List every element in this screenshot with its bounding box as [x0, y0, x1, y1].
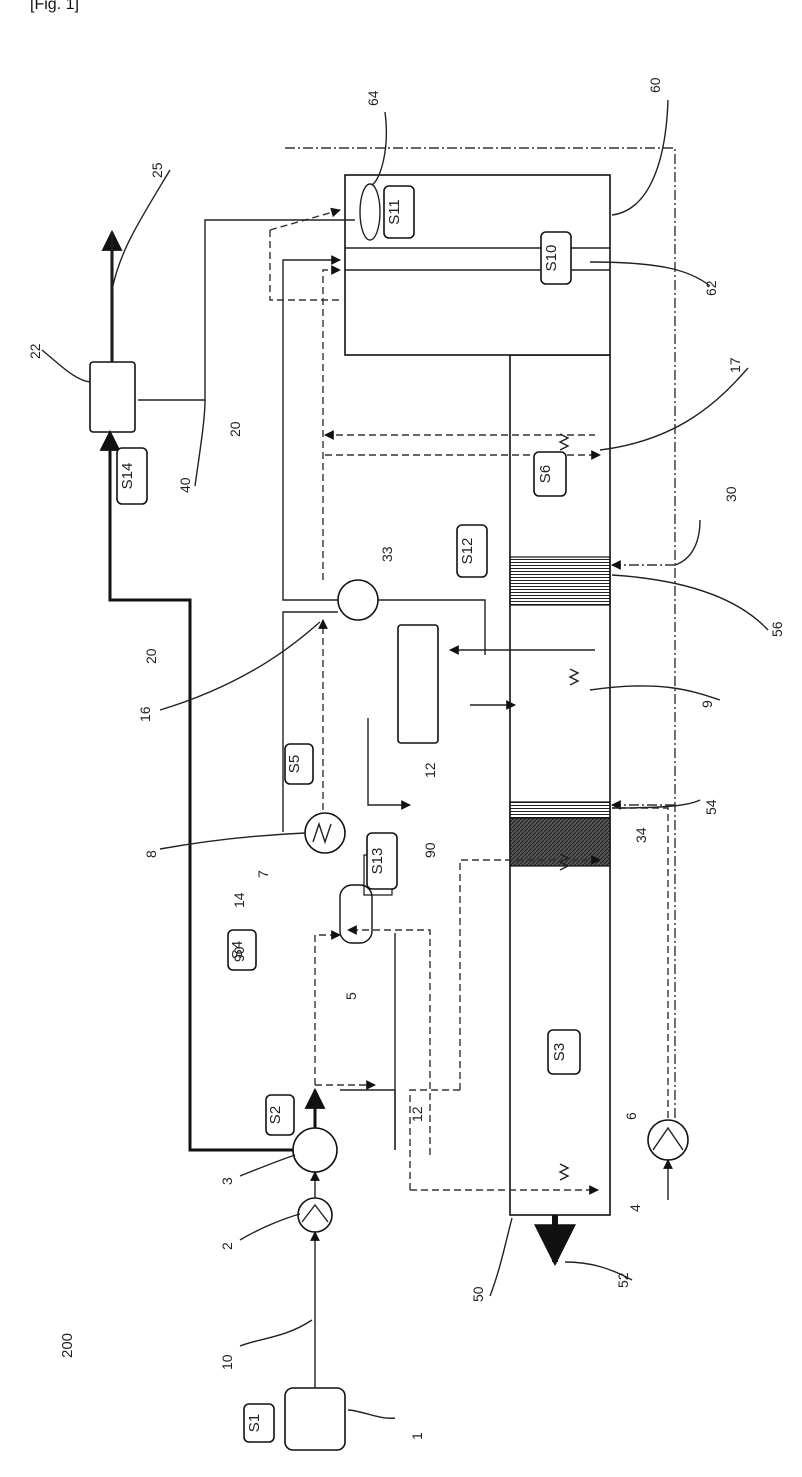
ref-12a: 12 — [409, 1106, 425, 1122]
svg-text:S10: S10 — [543, 245, 560, 272]
stage-label-s1: S1 — [244, 1404, 274, 1442]
ref-12b: 12 — [422, 762, 438, 778]
stage-label-s6: S6 — [534, 452, 566, 496]
ref-33: 33 — [379, 546, 395, 562]
stage-label-s3: S3 — [548, 1030, 580, 1074]
stage-label-s2: S2 — [266, 1095, 294, 1135]
ref-17: 17 — [727, 357, 743, 373]
ref-22: 22 — [27, 343, 43, 359]
catalyst-bed-56 — [510, 557, 610, 605]
burner-64 — [360, 184, 380, 240]
svg-text:S14: S14 — [119, 463, 136, 490]
ref-54: 54 — [703, 799, 719, 815]
svg-text:S1: S1 — [246, 1414, 263, 1432]
svg-text:S11: S11 — [386, 199, 403, 225]
reactor-train — [345, 175, 610, 1262]
unit-7-5 — [340, 885, 372, 943]
svg-text:S2: S2 — [267, 1106, 284, 1124]
ref-40: 40 — [177, 477, 193, 493]
ref-90a: 90 — [231, 946, 247, 962]
ref-52: 52 — [615, 1272, 631, 1288]
ref-8: 8 — [143, 850, 159, 858]
mixer-33 — [338, 580, 378, 620]
ref-56: 56 — [769, 621, 785, 637]
stage-label-s5: S5 — [285, 744, 313, 784]
ref-60: 60 — [647, 77, 663, 93]
ref-25: 25 — [149, 162, 165, 178]
pump-2 — [298, 1198, 332, 1232]
ref-4: 4 — [627, 1204, 643, 1212]
pump-bottom — [648, 1120, 688, 1160]
ref-14: 14 — [231, 892, 247, 908]
svg-text:S13: S13 — [369, 848, 386, 875]
svg-text:S3: S3 — [551, 1043, 568, 1061]
ref-64: 64 — [365, 90, 381, 106]
feed-tank-1 — [285, 1388, 345, 1450]
ref-20a: 20 — [143, 648, 159, 664]
ref-50: 50 — [470, 1286, 486, 1302]
stage-label-s11: S11 — [384, 186, 414, 238]
ref-20b: 20 — [227, 421, 243, 437]
ref-30: 30 — [723, 486, 739, 502]
svg-text:S12: S12 — [459, 538, 476, 565]
svg-text:S6: S6 — [537, 465, 554, 483]
ref-34: 34 — [633, 827, 649, 843]
mixer-3 — [293, 1128, 337, 1172]
ref-6: 6 — [623, 1112, 639, 1120]
heater-8 — [305, 813, 345, 853]
unit-22 — [90, 362, 135, 432]
stage-label-s12: S12 — [457, 525, 487, 577]
svg-text:S5: S5 — [286, 755, 303, 773]
ref-10: 10 — [219, 1354, 235, 1370]
stage-label-s13: S13 — [367, 833, 397, 889]
stage-label-s10: S10 — [541, 232, 571, 284]
catalyst-bed-34 — [510, 818, 610, 866]
stage-label-s14: S14 — [117, 448, 147, 504]
ref-16: 16 — [137, 706, 153, 722]
unit-12 — [398, 625, 438, 743]
ref-200: 200 — [59, 1333, 76, 1358]
ref-9: 9 — [699, 700, 715, 708]
ref-7: 7 — [255, 870, 271, 878]
ref-2: 2 — [219, 1242, 235, 1250]
ref-5: 5 — [343, 992, 359, 1000]
ref-3: 3 — [219, 1177, 235, 1185]
ref-1: 1 — [409, 1432, 425, 1440]
ref-90b: 90 — [422, 842, 438, 858]
